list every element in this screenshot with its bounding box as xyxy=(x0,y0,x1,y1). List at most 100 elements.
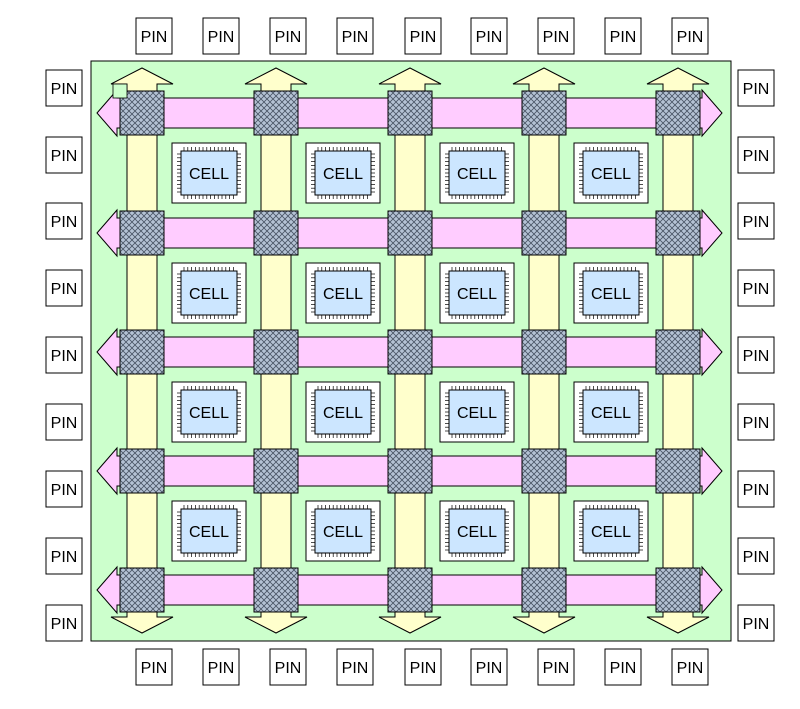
switch-box xyxy=(387,448,433,494)
logic-cell: CELL xyxy=(573,142,649,204)
cell-pin-ticks xyxy=(311,505,375,557)
pin-box xyxy=(737,403,775,441)
pin-label: PIN xyxy=(342,660,369,677)
cell-core xyxy=(448,150,506,196)
cell-label: CELL xyxy=(189,405,229,422)
cell-label: CELL xyxy=(591,166,631,183)
left-pin: PIN xyxy=(45,470,83,508)
switch-box xyxy=(521,567,567,613)
top-pin: PIN xyxy=(135,17,173,55)
right-pin: PIN xyxy=(737,69,775,107)
cell-label: CELL xyxy=(323,286,363,303)
cell-core xyxy=(582,270,640,316)
cell-pin-ticks xyxy=(445,147,509,199)
pin-box xyxy=(470,648,508,686)
logic-cell: CELL xyxy=(305,262,381,324)
switch-box xyxy=(119,210,165,256)
logic-cell: CELL xyxy=(439,500,515,562)
pin-label: PIN xyxy=(51,348,78,365)
left-pin: PIN xyxy=(45,202,83,240)
cell-core xyxy=(582,508,640,554)
cell-label: CELL xyxy=(457,405,497,422)
switch-box xyxy=(387,210,433,256)
pin-box xyxy=(45,537,83,575)
pin-label: PIN xyxy=(208,29,235,46)
pin-box xyxy=(604,17,642,55)
switch-box xyxy=(387,329,433,375)
switch-box xyxy=(521,329,567,375)
switch-box xyxy=(521,448,567,494)
top-pin: PIN xyxy=(404,17,442,55)
pin-box xyxy=(737,336,775,374)
pin-label: PIN xyxy=(141,29,168,46)
cell-core xyxy=(448,270,506,316)
switch-box xyxy=(253,90,299,136)
right-pin: PIN xyxy=(737,336,775,374)
pin-box xyxy=(45,403,83,441)
switch-box xyxy=(655,329,701,375)
right-pin: PIN xyxy=(737,604,775,642)
pin-box xyxy=(135,17,173,55)
pin-box xyxy=(737,269,775,307)
switch-box xyxy=(655,448,701,494)
switch-box xyxy=(253,567,299,613)
pin-label: PIN xyxy=(208,660,235,677)
pin-box xyxy=(336,648,374,686)
top-pin: PIN xyxy=(470,17,508,55)
cell-pin-ticks xyxy=(445,505,509,557)
switch-box xyxy=(655,210,701,256)
switch-box xyxy=(655,90,701,136)
pin-label: PIN xyxy=(410,29,437,46)
cell-pin-ticks xyxy=(177,267,241,319)
top-pin: PIN xyxy=(202,17,240,55)
pin-box xyxy=(737,202,775,240)
pin-box xyxy=(135,648,173,686)
bottom-pin: PIN xyxy=(202,648,240,686)
logic-cell: CELL xyxy=(439,262,515,324)
pin-label: PIN xyxy=(51,616,78,633)
bottom-pin: PIN xyxy=(537,648,575,686)
pin-label: PIN xyxy=(476,29,503,46)
cell-core xyxy=(448,389,506,435)
switch-box xyxy=(119,567,165,613)
cell-pin-ticks xyxy=(579,505,643,557)
bottom-pin: PIN xyxy=(269,648,307,686)
switch-box xyxy=(253,210,299,256)
pin-label: PIN xyxy=(743,616,770,633)
pin-label: PIN xyxy=(743,549,770,566)
top-pin: PIN xyxy=(604,17,642,55)
left-pin: PIN xyxy=(45,136,83,174)
cell-label: CELL xyxy=(457,286,497,303)
pin-box xyxy=(45,269,83,307)
pin-label: PIN xyxy=(342,29,369,46)
pin-label: PIN xyxy=(677,660,704,677)
bottom-pin: PIN xyxy=(336,648,374,686)
logic-cell: CELL xyxy=(439,381,515,443)
cell-label: CELL xyxy=(457,166,497,183)
cell-label: CELL xyxy=(591,286,631,303)
pin-box xyxy=(45,202,83,240)
cell-core xyxy=(180,389,238,435)
left-pin: PIN xyxy=(45,69,83,107)
switch-box xyxy=(253,329,299,375)
switch-box xyxy=(387,90,433,136)
cell-core xyxy=(180,508,238,554)
logic-cell: CELL xyxy=(171,262,247,324)
right-pin: PIN xyxy=(737,403,775,441)
pin-box xyxy=(671,648,709,686)
pin-label: PIN xyxy=(275,660,302,677)
bottom-pin: PIN xyxy=(470,648,508,686)
pin-label: PIN xyxy=(476,660,503,677)
cell-label: CELL xyxy=(323,524,363,541)
pin-label: PIN xyxy=(543,660,570,677)
cell-core xyxy=(314,270,372,316)
cell-pin-ticks xyxy=(177,386,241,438)
cell-core xyxy=(314,508,372,554)
cell-pin-ticks xyxy=(177,147,241,199)
bottom-pin: PIN xyxy=(671,648,709,686)
cell-core xyxy=(448,508,506,554)
right-pin: PIN xyxy=(737,202,775,240)
pin-box xyxy=(202,648,240,686)
switch-box xyxy=(521,210,567,256)
